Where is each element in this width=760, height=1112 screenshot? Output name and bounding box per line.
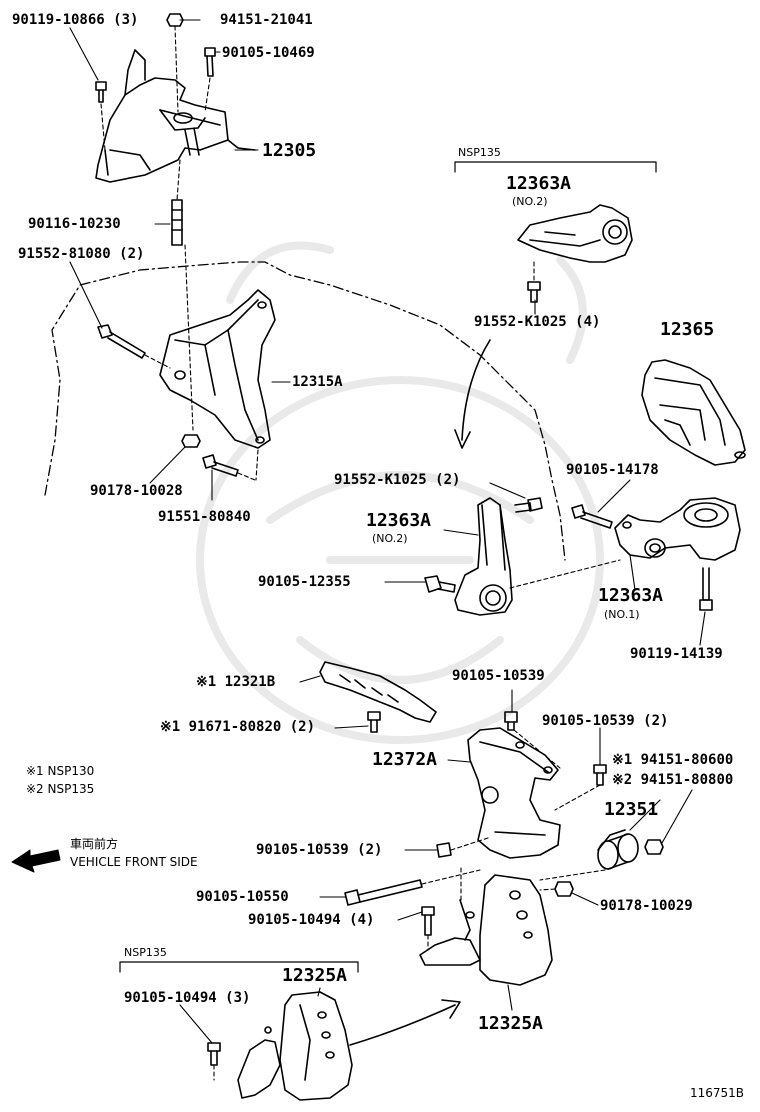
label-90178-10028[interactable]: 90178-10028 [90,483,183,499]
bolt-90119-10866 [95,81,107,103]
alignment-lines-bracket [144,354,259,481]
bolt-90119-14139 [699,567,713,611]
bolt-90105-10539-2-right [593,764,607,786]
label-90119-10866[interactable]: 90119-10866 (3) [12,12,139,28]
leader-lines [69,19,706,1044]
label-91671-80820[interactable]: ※1 91671-80820 (2) [160,719,316,735]
label-90105-10469[interactable]: 90105-10469 [222,45,315,61]
label-90105-10550[interactable]: 90105-10550 [196,889,289,905]
section-bracket-nsp135-bottom [119,961,359,973]
bolt-90105-10539-2-left [436,842,452,858]
engine-mount-12305 [95,49,256,183]
section-bracket-nsp135-top [454,161,657,173]
vehicle-front-en: VEHICLE FRONT SIDE [70,855,198,869]
label-12363A-no2-mid[interactable]: 12363A [366,510,432,531]
figure-id: 116751B [690,1086,745,1100]
watermark-emblem [196,241,604,744]
label-90105-10539-2-right[interactable]: 90105-10539 (2) [542,713,669,729]
plate-12321B [319,661,437,723]
bracket-12315A [159,289,276,449]
sublabel-no2-top: (NO.2) [512,195,548,208]
alignment-lines-12325A [421,867,606,951]
bolt-91671-80820 [367,711,381,733]
stud-90116-10230 [171,199,183,246]
label-12372A[interactable]: 12372A [372,749,438,770]
label-94151-80600[interactable]: ※1 94151-80600 [612,752,734,768]
label-12305[interactable]: 12305 [262,140,317,161]
alignment-lines-top [100,25,211,431]
label-90178-10029[interactable]: 90178-10029 [600,898,693,914]
bolt-90105-14178 [571,504,613,529]
label-90105-12355[interactable]: 90105-12355 [258,574,351,590]
label-90105-10494-4[interactable]: 90105-10494 (4) [248,912,375,928]
bolt-90105-10469 [204,47,216,77]
nut-90178-10029 [554,881,574,897]
label-90105-10494-3[interactable]: 90105-10494 (3) [124,990,251,1006]
label-90105-10539-2-left[interactable]: 90105-10539 (2) [256,842,383,858]
vehicle-front-jp: 車両前方 [70,837,119,851]
sublabel-no1: (NO.1) [604,608,640,621]
alignment-line [509,559,621,589]
sublabel-no2-mid: (NO.2) [372,532,408,545]
label-90105-14178[interactable]: 90105-14178 [566,462,659,478]
label-94151-21041[interactable]: 94151-21041 [220,12,313,28]
note-nsp130: ※1 NSP130 [26,764,95,778]
label-12363A-no1[interactable]: 12363A [598,585,664,606]
label-12365[interactable]: 12365 [660,319,715,340]
bolt-91552-K1025-2 [514,497,543,513]
label-94151-80800[interactable]: ※2 94151-80800 [612,772,734,788]
bolt-90105-10539-top [504,711,518,731]
bolt-90105-10494-4 [421,906,435,936]
alignment-lines-12372A [450,729,601,851]
bolt-90105-10494-3 [207,1042,221,1066]
label-90119-14139[interactable]: 90119-14139 [630,646,723,662]
bolt-90105-10550 [344,879,423,906]
label-90105-10539[interactable]: 90105-10539 [452,668,545,684]
label-91552-K1025-4[interactable]: 91552-K1025 (4) [474,314,601,330]
assembly-arrow-right [349,999,461,1046]
bracket-12363A-no2-top [517,204,633,263]
label-91552-81080[interactable]: 91552-81080 (2) [18,246,145,262]
note-nsp135: ※2 NSP135 [26,782,95,796]
nut-94151-80600 [644,839,664,855]
label-91552-K1025-2[interactable]: 91552-K1025 (2) [334,472,461,488]
bolt-91552-K1025-4 [527,281,541,303]
label-12363A-no2-top[interactable]: 12363A [506,173,572,194]
label-91551-80840[interactable]: 91551-80840 [158,509,251,525]
vehicle-front-arrow-icon [11,849,61,873]
label-12315A[interactable]: 12315A [292,374,343,390]
section-nsp135-top: NSP135 [458,146,501,159]
bolt-91552-81080 [97,324,146,359]
label-12325A-main[interactable]: 12325A [478,1013,544,1034]
section-nsp135-bottom: NSP135 [124,946,167,959]
heat-shield-12365 [641,359,746,466]
bracket-12363A-no2-mid [454,497,513,616]
label-12351[interactable]: 12351 [604,799,659,820]
bracket-12372A [467,727,561,859]
label-12325A-nsp135[interactable]: 12325A [282,965,348,986]
bracket-12325A-nsp135 [237,991,353,1101]
bolt-90105-12355 [424,575,456,593]
bracket-12325A-main [419,874,553,986]
bracket-12363A-no1 [614,497,741,561]
bolt-91551-80840 [202,454,239,477]
engine-outline [44,261,566,561]
bushing-12351 [597,829,639,870]
assembly-arrow-down [454,339,491,449]
nut-94151-21041 [166,13,184,27]
nut-90178-10028 [181,434,201,448]
label-12321B[interactable]: ※1 12321B [196,674,276,690]
label-90116-10230[interactable]: 90116-10230 [28,216,121,232]
